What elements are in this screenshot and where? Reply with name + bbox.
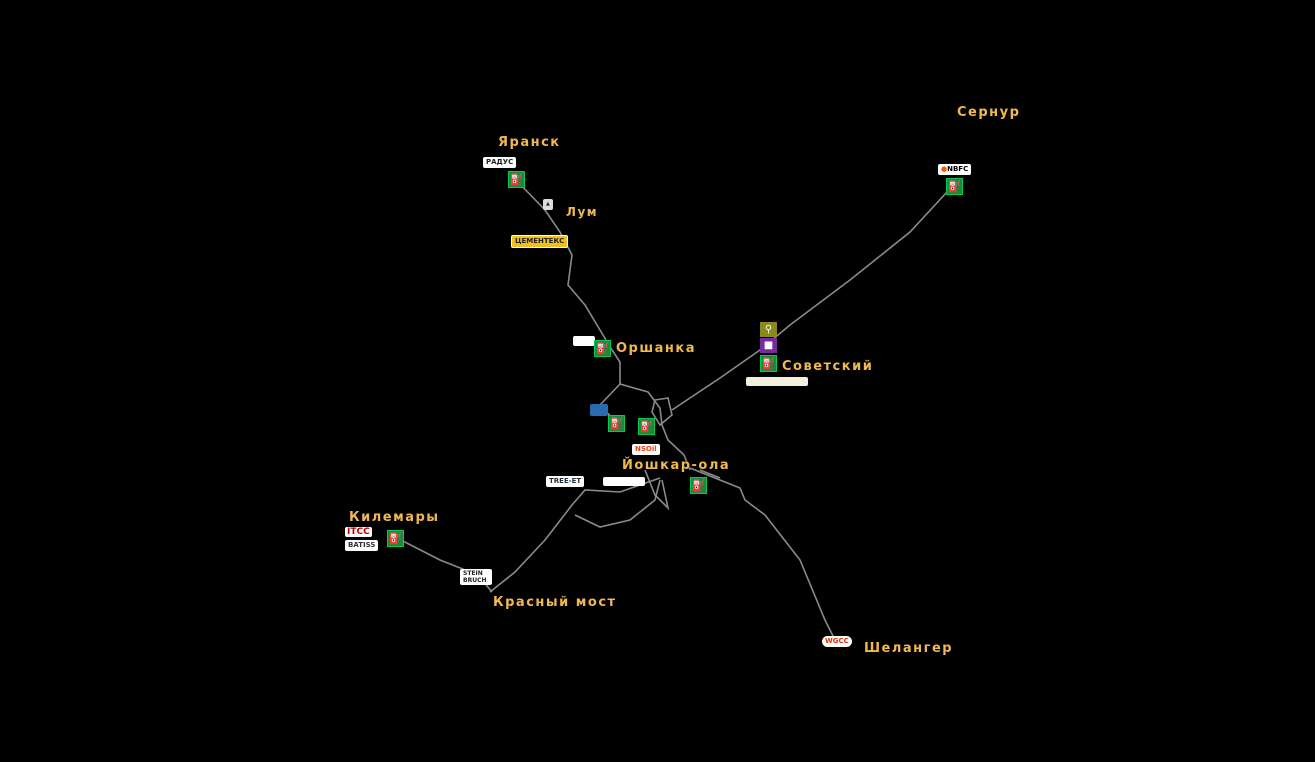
company-logo-cementex[interactable]: ЦЕМЕНТЕКС	[511, 235, 569, 248]
city-label-lum[interactable]: Лум	[566, 205, 599, 219]
company-logo-batiss[interactable]: BATISS	[345, 540, 379, 551]
city-label-sovetsky[interactable]: Советский	[782, 359, 874, 374]
fuel-station-icon[interactable]: ⛽	[387, 530, 404, 547]
company-logo-airline[interactable]	[590, 404, 608, 416]
road-city-ring	[651, 397, 673, 427]
city-label-orshanka[interactable]: Оршанка	[616, 341, 697, 356]
company-logo-steinbruch[interactable]: STEIN BRUCH	[460, 569, 492, 585]
fuel-station-icon[interactable]: ⛽	[760, 355, 777, 372]
city-label-kilemary[interactable]: Килемары	[349, 510, 440, 525]
company-logo-lum-depot[interactable]: ▲	[543, 199, 553, 210]
company-logo-nbfc[interactable]: ●NBFC	[938, 164, 972, 175]
road-to-krasny-most	[489, 477, 661, 593]
road-sovetsky-sernur	[671, 191, 948, 411]
nbfc-label: NBFC	[947, 165, 969, 173]
city-label-shelanger[interactable]: Шелангер	[864, 641, 954, 656]
fuel-station-icon[interactable]: ⛽	[690, 477, 707, 494]
road-east	[699, 469, 721, 479]
fuel-station-icon[interactable]: ⛽	[946, 178, 963, 195]
company-logo-nsoil[interactable]: NSOil	[632, 444, 660, 455]
garage-icon[interactable]: ⚲	[760, 322, 777, 337]
company-logo-tree-et[interactable]: TREE-ET	[546, 476, 585, 487]
fuel-station-icon[interactable]: ⛽	[508, 171, 525, 188]
city-label-krasny-most[interactable]: Красный мост	[493, 595, 617, 610]
road-loop	[574, 479, 661, 528]
company-logo-yoshkar[interactable]	[603, 477, 645, 486]
road-to-shelanger	[689, 467, 836, 641]
road-yaransk-yoshkar	[515, 179, 691, 471]
company-logo-wgcc[interactable]: WGCC	[822, 636, 852, 647]
city-label-sernur[interactable]: Сернур	[957, 105, 1021, 120]
fuel-station-icon[interactable]: ⛽	[608, 415, 625, 432]
company-logo-orshanka[interactable]	[573, 336, 595, 346]
company-logo-sovetsky[interactable]	[746, 377, 808, 386]
company-logo-itcc[interactable]: ITCC	[345, 527, 372, 537]
truck-service-icon[interactable]: ■	[760, 338, 777, 353]
company-logo-radus[interactable]: РАДУС	[483, 157, 517, 168]
road-city-south	[644, 469, 670, 511]
city-label-yoshkar-ola[interactable]: Йошкар-ола	[622, 458, 731, 473]
fuel-station-icon[interactable]: ⛽	[594, 340, 611, 357]
city-label-yaransk[interactable]: Яранск	[498, 135, 561, 150]
fuel-station-icon[interactable]: ⛽	[638, 418, 655, 435]
